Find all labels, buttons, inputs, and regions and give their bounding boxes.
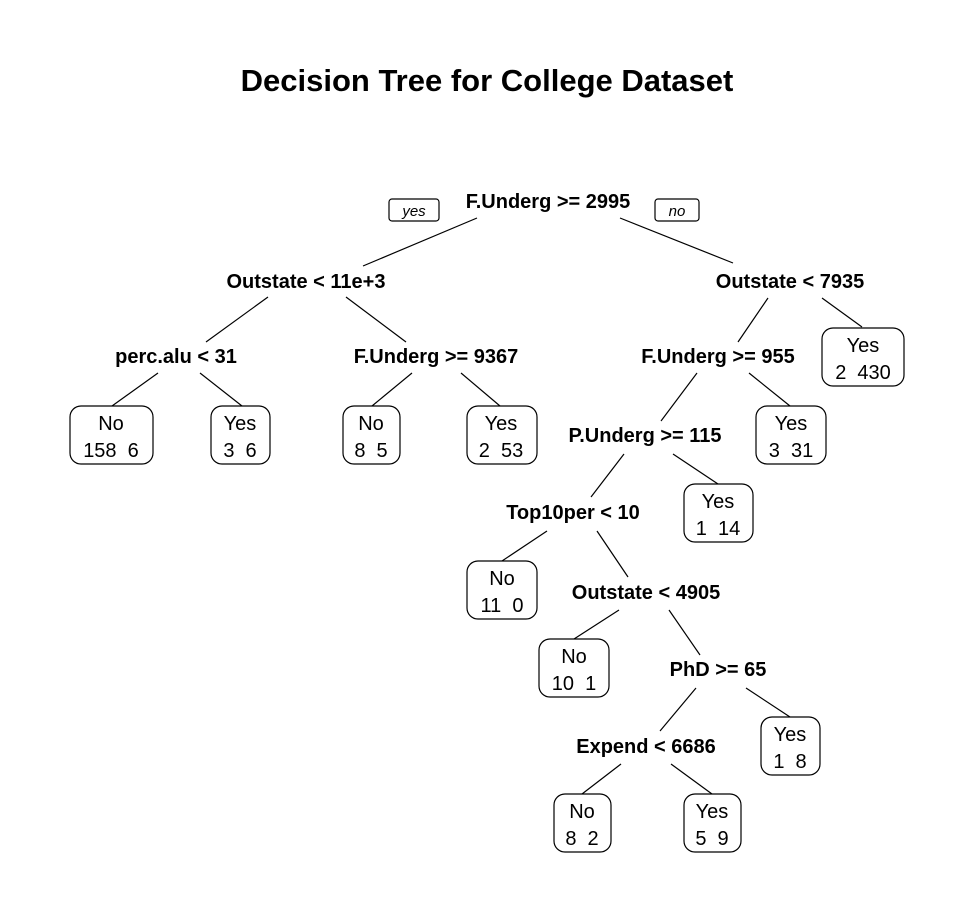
edge-top10per-right bbox=[596, 530, 629, 578]
split-node-outstate-4905: Outstate < 4905 bbox=[572, 582, 720, 604]
edge-top10per-left bbox=[501, 530, 548, 562]
leaf-counts-label: 2 430 bbox=[835, 362, 891, 384]
leaf-class-label: Yes bbox=[702, 491, 735, 513]
edge-outstate7935-right bbox=[821, 297, 863, 328]
leaf-node-l7: Yes 1 14 bbox=[683, 483, 754, 543]
edge-percalu-left bbox=[111, 372, 159, 407]
leaf-counts-label: 10 1 bbox=[552, 673, 596, 695]
leaf-counts-label: 8 5 bbox=[354, 440, 387, 462]
split-node-phd-65: PhD >= 65 bbox=[670, 659, 767, 681]
split-node-expend-6686: Expend < 6686 bbox=[576, 736, 716, 758]
edge-percalu-right bbox=[199, 372, 243, 407]
edge-phd65-right bbox=[745, 687, 791, 718]
leaf-node-l5: Yes 2 430 bbox=[821, 327, 905, 387]
edge-outstate7935-left bbox=[737, 297, 769, 343]
leaf-counts-label: 1 14 bbox=[696, 518, 740, 540]
leaf-class-label: Yes bbox=[774, 724, 807, 746]
leaf-class-label: No bbox=[561, 646, 587, 668]
edge-expend6686-right bbox=[670, 763, 713, 795]
yes-label-text: yes bbox=[401, 203, 426, 220]
no-branch-label: no bbox=[654, 198, 700, 222]
leaf-node-l10: Yes 1 8 bbox=[760, 716, 821, 776]
leaf-node-l2: Yes 3 6 bbox=[210, 405, 271, 465]
leaf-node-l9: No 10 1 bbox=[538, 638, 610, 698]
leaf-counts-label: 1 8 bbox=[773, 751, 806, 773]
leaf-class-label: Yes bbox=[224, 413, 257, 435]
edge-root-right bbox=[619, 217, 734, 264]
split-nodes: F.Underg >= 2995 Outstate < 11e+3 Outsta… bbox=[115, 191, 864, 758]
split-node-outstate-7935: Outstate < 7935 bbox=[716, 271, 864, 293]
leaf-counts-label: 2 53 bbox=[479, 440, 523, 462]
no-label-text: no bbox=[669, 203, 686, 220]
leaf-counts-label: 8 2 bbox=[565, 828, 598, 850]
leaf-class-label: Yes bbox=[696, 801, 729, 823]
split-node-funderg-955: F.Underg >= 955 bbox=[641, 346, 794, 368]
edge-outstate11e3-left bbox=[205, 296, 269, 343]
leaf-counts-label: 3 31 bbox=[769, 440, 813, 462]
edge-funderg9367-left bbox=[371, 372, 413, 407]
split-node-perc-alu: perc.alu < 31 bbox=[115, 346, 237, 368]
chart-title: Decision Tree for College Dataset bbox=[241, 63, 734, 98]
split-node-root: F.Underg >= 2995 bbox=[466, 191, 631, 213]
edge-funderg955-right bbox=[748, 372, 791, 407]
leaf-node-l6: Yes 3 31 bbox=[755, 405, 827, 465]
edge-punderg115-left bbox=[590, 453, 625, 498]
edge-funderg9367-right bbox=[460, 372, 501, 407]
edge-phd65-left bbox=[659, 687, 697, 732]
leaf-counts-label: 158 6 bbox=[83, 440, 139, 462]
edge-outstate4905-left bbox=[573, 609, 620, 640]
tree-edges bbox=[111, 217, 863, 795]
leaf-class-label: No bbox=[98, 413, 124, 435]
leaf-node-l1: No 158 6 bbox=[69, 405, 154, 465]
leaf-node-l4: Yes 2 53 bbox=[466, 405, 538, 465]
leaf-class-label: No bbox=[489, 568, 515, 590]
leaf-node-l3: No 8 5 bbox=[342, 405, 401, 465]
leaf-counts-label: 11 0 bbox=[481, 595, 524, 617]
yes-branch-label: yes bbox=[388, 198, 440, 222]
leaf-node-l8: No 11 0 bbox=[466, 560, 538, 620]
edge-expend6686-left bbox=[581, 763, 622, 795]
leaf-class-label: Yes bbox=[775, 413, 808, 435]
leaf-node-l11: No 8 2 bbox=[553, 793, 612, 853]
leaf-class-label: No bbox=[358, 413, 384, 435]
edge-root-left bbox=[362, 217, 478, 267]
leaf-counts-label: 3 6 bbox=[223, 440, 256, 462]
split-node-punderg-115: P.Underg >= 115 bbox=[568, 425, 721, 447]
edge-outstate4905-right bbox=[668, 609, 701, 656]
split-node-funderg-9367: F.Underg >= 9367 bbox=[354, 346, 519, 368]
edge-funderg955-left bbox=[660, 372, 698, 422]
split-node-outstate-11e3: Outstate < 11e+3 bbox=[227, 271, 386, 293]
split-node-top10per: Top10per < 10 bbox=[506, 502, 640, 524]
leaf-class-label: Yes bbox=[847, 335, 880, 357]
leaf-counts-label: 5 9 bbox=[695, 828, 728, 850]
leaf-class-label: Yes bbox=[485, 413, 518, 435]
leaf-node-l12: Yes 5 9 bbox=[683, 793, 742, 853]
edge-outstate11e3-right bbox=[345, 296, 407, 343]
leaf-class-label: No bbox=[569, 801, 595, 823]
edge-punderg115-right bbox=[672, 453, 719, 485]
